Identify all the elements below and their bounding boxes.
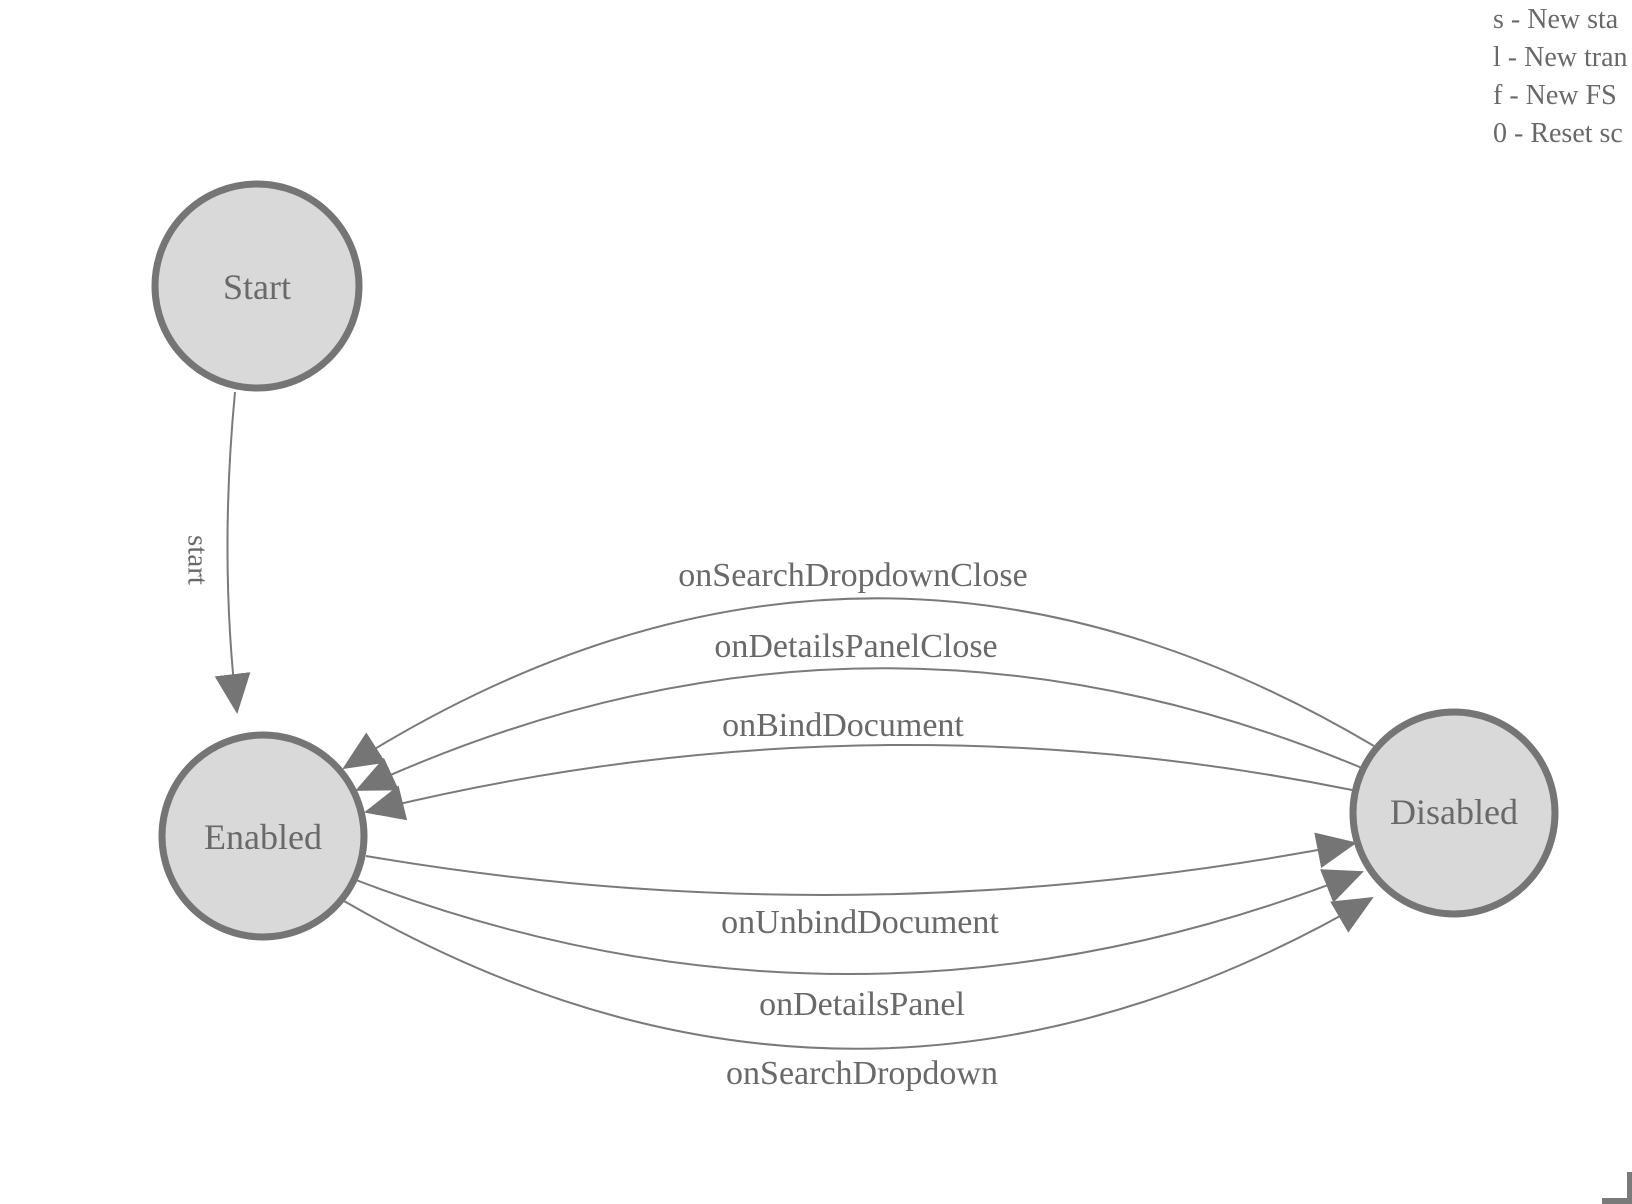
transition-label-onBindDocument[interactable]: onBindDocument — [722, 707, 964, 744]
viewport-corner-horizontal — [1602, 1198, 1632, 1204]
state-node-start[interactable] — [151, 180, 363, 392]
transition-label-onSearchDropdown[interactable]: onSearchDropdown — [726, 1055, 998, 1092]
transition-edge-onDetailsPanelClose[interactable] — [355, 667, 1363, 791]
state-label-disabled: Disabled — [1390, 792, 1518, 832]
state-label-start: Start — [223, 267, 291, 307]
transition-label-onDetailsPanelClose[interactable]: onDetailsPanelClose — [714, 628, 998, 665]
legend-line-new-fsm: f - New FS — [1493, 80, 1617, 111]
legend-line-reset-scale: 0 - Reset sc — [1493, 118, 1623, 149]
transition-edge-onUnbindDocument[interactable] — [365, 832, 1357, 896]
legend-line-new-transition: l - New tran — [1493, 42, 1628, 73]
transition-edge-onSearchDropdownClose[interactable] — [342, 597, 1375, 770]
transition-edge-onBindDocument[interactable] — [364, 743, 1353, 821]
viewport-corner-vertical — [1627, 1172, 1632, 1204]
transition-label-onDetailsPanel[interactable]: onDetailsPanel — [759, 986, 965, 1023]
transition-edge-start[interactable] — [214, 391, 251, 714]
state-node-enabled[interactable] — [158, 731, 368, 941]
transition-edge-onDetailsPanel[interactable] — [355, 869, 1364, 976]
transition-label-start[interactable]: start — [181, 535, 214, 585]
transition-edge-onSearchDropdown[interactable] — [343, 896, 1374, 1050]
state-label-enabled: Enabled — [204, 817, 322, 857]
state-node-disabled[interactable] — [1349, 708, 1559, 918]
legend-line-new-state: s - New sta — [1493, 4, 1619, 35]
transition-label-onSearchDropdownClose[interactable]: onSearchDropdownClose — [678, 557, 1028, 594]
shortcut-legend: s - New sta l - New tran f - New FS 0 - … — [1493, 1, 1628, 153]
transition-label-onUnbindDocument[interactable]: onUnbindDocument — [721, 904, 999, 941]
